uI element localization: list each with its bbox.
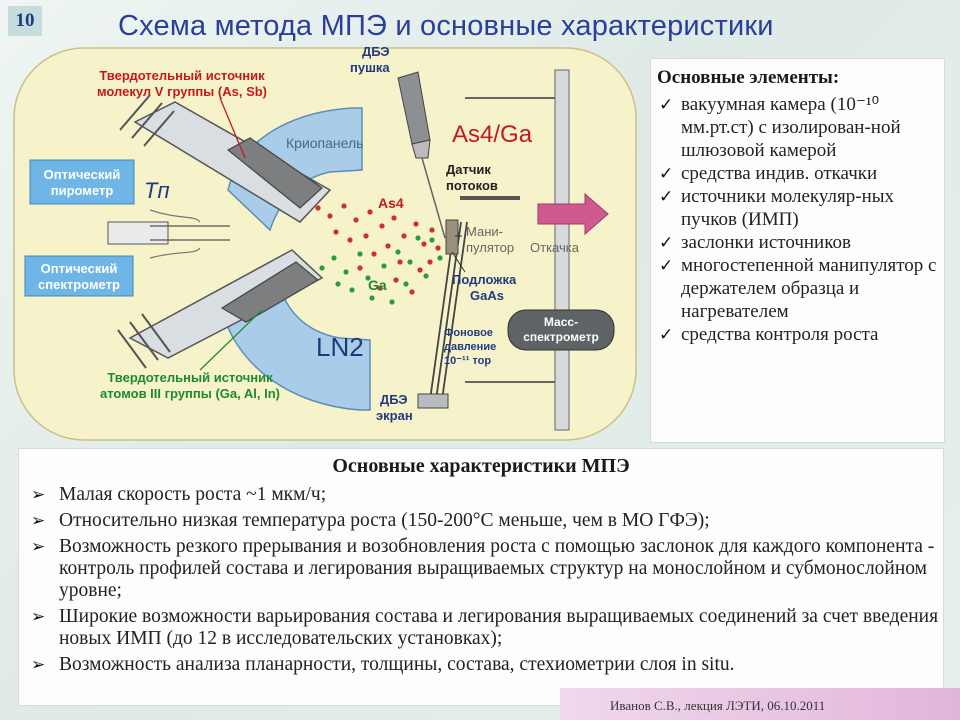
- elements-panel: Основные элементы: ✓вакуумная камера (10…: [650, 58, 945, 443]
- optical-pyrometer-box: [29, 159, 135, 205]
- check-icon: ✓: [659, 233, 674, 252]
- elements-item: ✓многостепенной манипулятор с держателем…: [659, 255, 937, 322]
- label-rheed-gun-2: пушка: [350, 60, 390, 75]
- mbe-diagram: Твердотельный источник молекул V группы …: [13, 44, 637, 441]
- label-flux-sensor: Датчик: [446, 162, 491, 177]
- slide-title: Схема метода МПЭ и основные характеристи…: [118, 10, 774, 42]
- label-optical-spectrometer-2: спектрометр: [38, 277, 120, 292]
- label-background-pressure-2: давление: [444, 341, 496, 353]
- characteristics-heading: Основные характеристики МПЭ: [332, 455, 630, 477]
- label-ga: Ga: [368, 277, 387, 293]
- label-solid-source-iii-2: атомов III группы (Ga, Al, In): [100, 386, 280, 401]
- elements-item: ✓вакуумная камера (10⁻¹⁰ мм.рт.ст) с изо…: [659, 94, 901, 161]
- label-ln2: LN2: [316, 332, 364, 362]
- label-optical-spectrometer: Оптический: [41, 261, 118, 276]
- optical-port: [107, 221, 169, 245]
- characteristics-item: ➢Широкие возможности варьирования состав…: [31, 606, 939, 649]
- elements-item: ✓заслонки источников: [659, 232, 851, 253]
- substrate: [445, 219, 459, 255]
- as-beam: [315, 203, 441, 295]
- label-optical-pyrometer: Оптический: [44, 167, 121, 182]
- elements-item: ✓источники молекуляр-ных пучков (ИМП): [659, 186, 894, 230]
- ga-beam: [319, 235, 443, 305]
- characteristics-item: ➢Малая скорость роста ~1 мкм/ч;: [31, 484, 327, 505]
- label-cryopanel: Криопанель: [286, 135, 363, 151]
- label-rheed-screen: ДБЭ: [380, 392, 408, 407]
- label-substrate-2: GaAs: [470, 288, 504, 303]
- label-manipulator: Мани-: [466, 224, 503, 239]
- characteristics-item: ➢Возможность резкого прерывания и возобн…: [31, 536, 935, 601]
- optical-spectrometer-box: [24, 255, 134, 297]
- source-v-tube: [119, 94, 332, 223]
- characteristics-item: ➢Относительно низкая температура роста (…: [31, 510, 710, 531]
- elements-list: ✓вакуумная камера (10⁻¹⁰ мм.рт.ст) с изо…: [651, 93, 944, 346]
- rheed-screen: [417, 393, 449, 409]
- check-icon: ✓: [659, 325, 674, 344]
- characteristics-list: ➢Малая скорость роста ~1 мкм/ч; ➢Относит…: [19, 484, 943, 676]
- arrow-right-icon: ➢: [31, 511, 46, 530]
- check-icon: ✓: [659, 95, 674, 114]
- elements-item: ✓средства контроля роста: [659, 324, 879, 345]
- label-pumping: Откачка: [530, 240, 580, 255]
- footer-text: Иванов С.В., лекция ЛЭТИ, 06.10.2011: [610, 698, 826, 713]
- label-flux-sensor-2: потоков: [446, 178, 498, 193]
- label-mass-spectrometer: Масс-: [544, 315, 578, 329]
- elements-item: ✓средства индив. откачки: [659, 163, 878, 184]
- label-rheed-gun: ДБЭ: [362, 44, 390, 59]
- label-solid-source-v-2: молекул V группы (As, Sb): [97, 84, 267, 99]
- label-solid-source-v: Твердотельный источник: [99, 68, 265, 83]
- label-rheed-screen-2: экран: [376, 408, 413, 423]
- characteristics-panel: Основные характеристики МПЭ ➢Малая скоро…: [18, 448, 944, 706]
- footer-bar: [560, 688, 960, 720]
- arrow-right-icon: ➢: [31, 607, 46, 626]
- label-background-pressure: Фоновое: [444, 327, 493, 339]
- check-icon: ✓: [659, 187, 674, 206]
- label-as4-ga: As4/Ga: [452, 121, 533, 148]
- check-icon: ✓: [659, 164, 674, 183]
- label-manipulator-2: пулятор: [466, 240, 514, 255]
- arrow-right-icon: ➢: [31, 655, 46, 674]
- mass-spectrometer-box: [507, 309, 615, 351]
- slide-number: 10: [8, 6, 42, 36]
- pumping-arrow: [537, 192, 609, 236]
- label-background-pressure-3: 10⁻¹¹ тор: [444, 355, 491, 367]
- characteristics-item: ➢Возможность анализа планарности, толщин…: [31, 654, 735, 675]
- check-icon: ✓: [659, 256, 674, 275]
- label-optical-pyrometer-2: пирометр: [51, 183, 114, 198]
- label-mass-spectrometer-2: спектрометр: [523, 330, 599, 344]
- label-temp-symbol: Tп: [144, 178, 170, 203]
- source-iii-tube: [117, 249, 324, 369]
- label-substrate: Подложка: [452, 272, 517, 287]
- arrow-right-icon: ➢: [31, 537, 46, 556]
- label-solid-source-iii: Твердотельный источник: [107, 370, 273, 385]
- arrow-right-icon: ➢: [31, 485, 46, 504]
- elements-heading: Основные элементы:: [657, 67, 840, 88]
- label-as4: As4: [378, 195, 404, 211]
